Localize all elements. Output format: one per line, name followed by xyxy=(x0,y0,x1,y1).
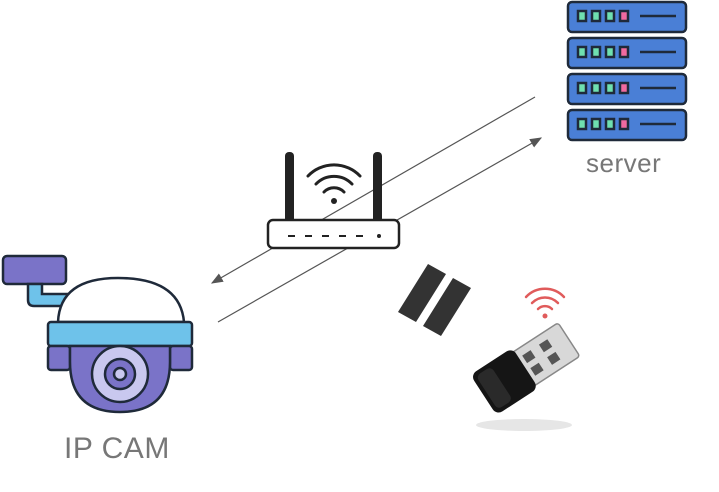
wifi-router-icon xyxy=(266,152,401,250)
ip-camera-icon xyxy=(1,254,194,414)
server-rack-icon xyxy=(566,0,688,142)
equals-sign-icon xyxy=(398,264,471,336)
usb-wifi-signal-icon xyxy=(524,287,566,319)
ip-cam-label: IP CAM xyxy=(64,432,170,465)
wifi-signal-icon xyxy=(306,163,362,204)
usb-wifi-adapter-icon xyxy=(473,287,580,431)
server-label: server xyxy=(586,148,662,178)
